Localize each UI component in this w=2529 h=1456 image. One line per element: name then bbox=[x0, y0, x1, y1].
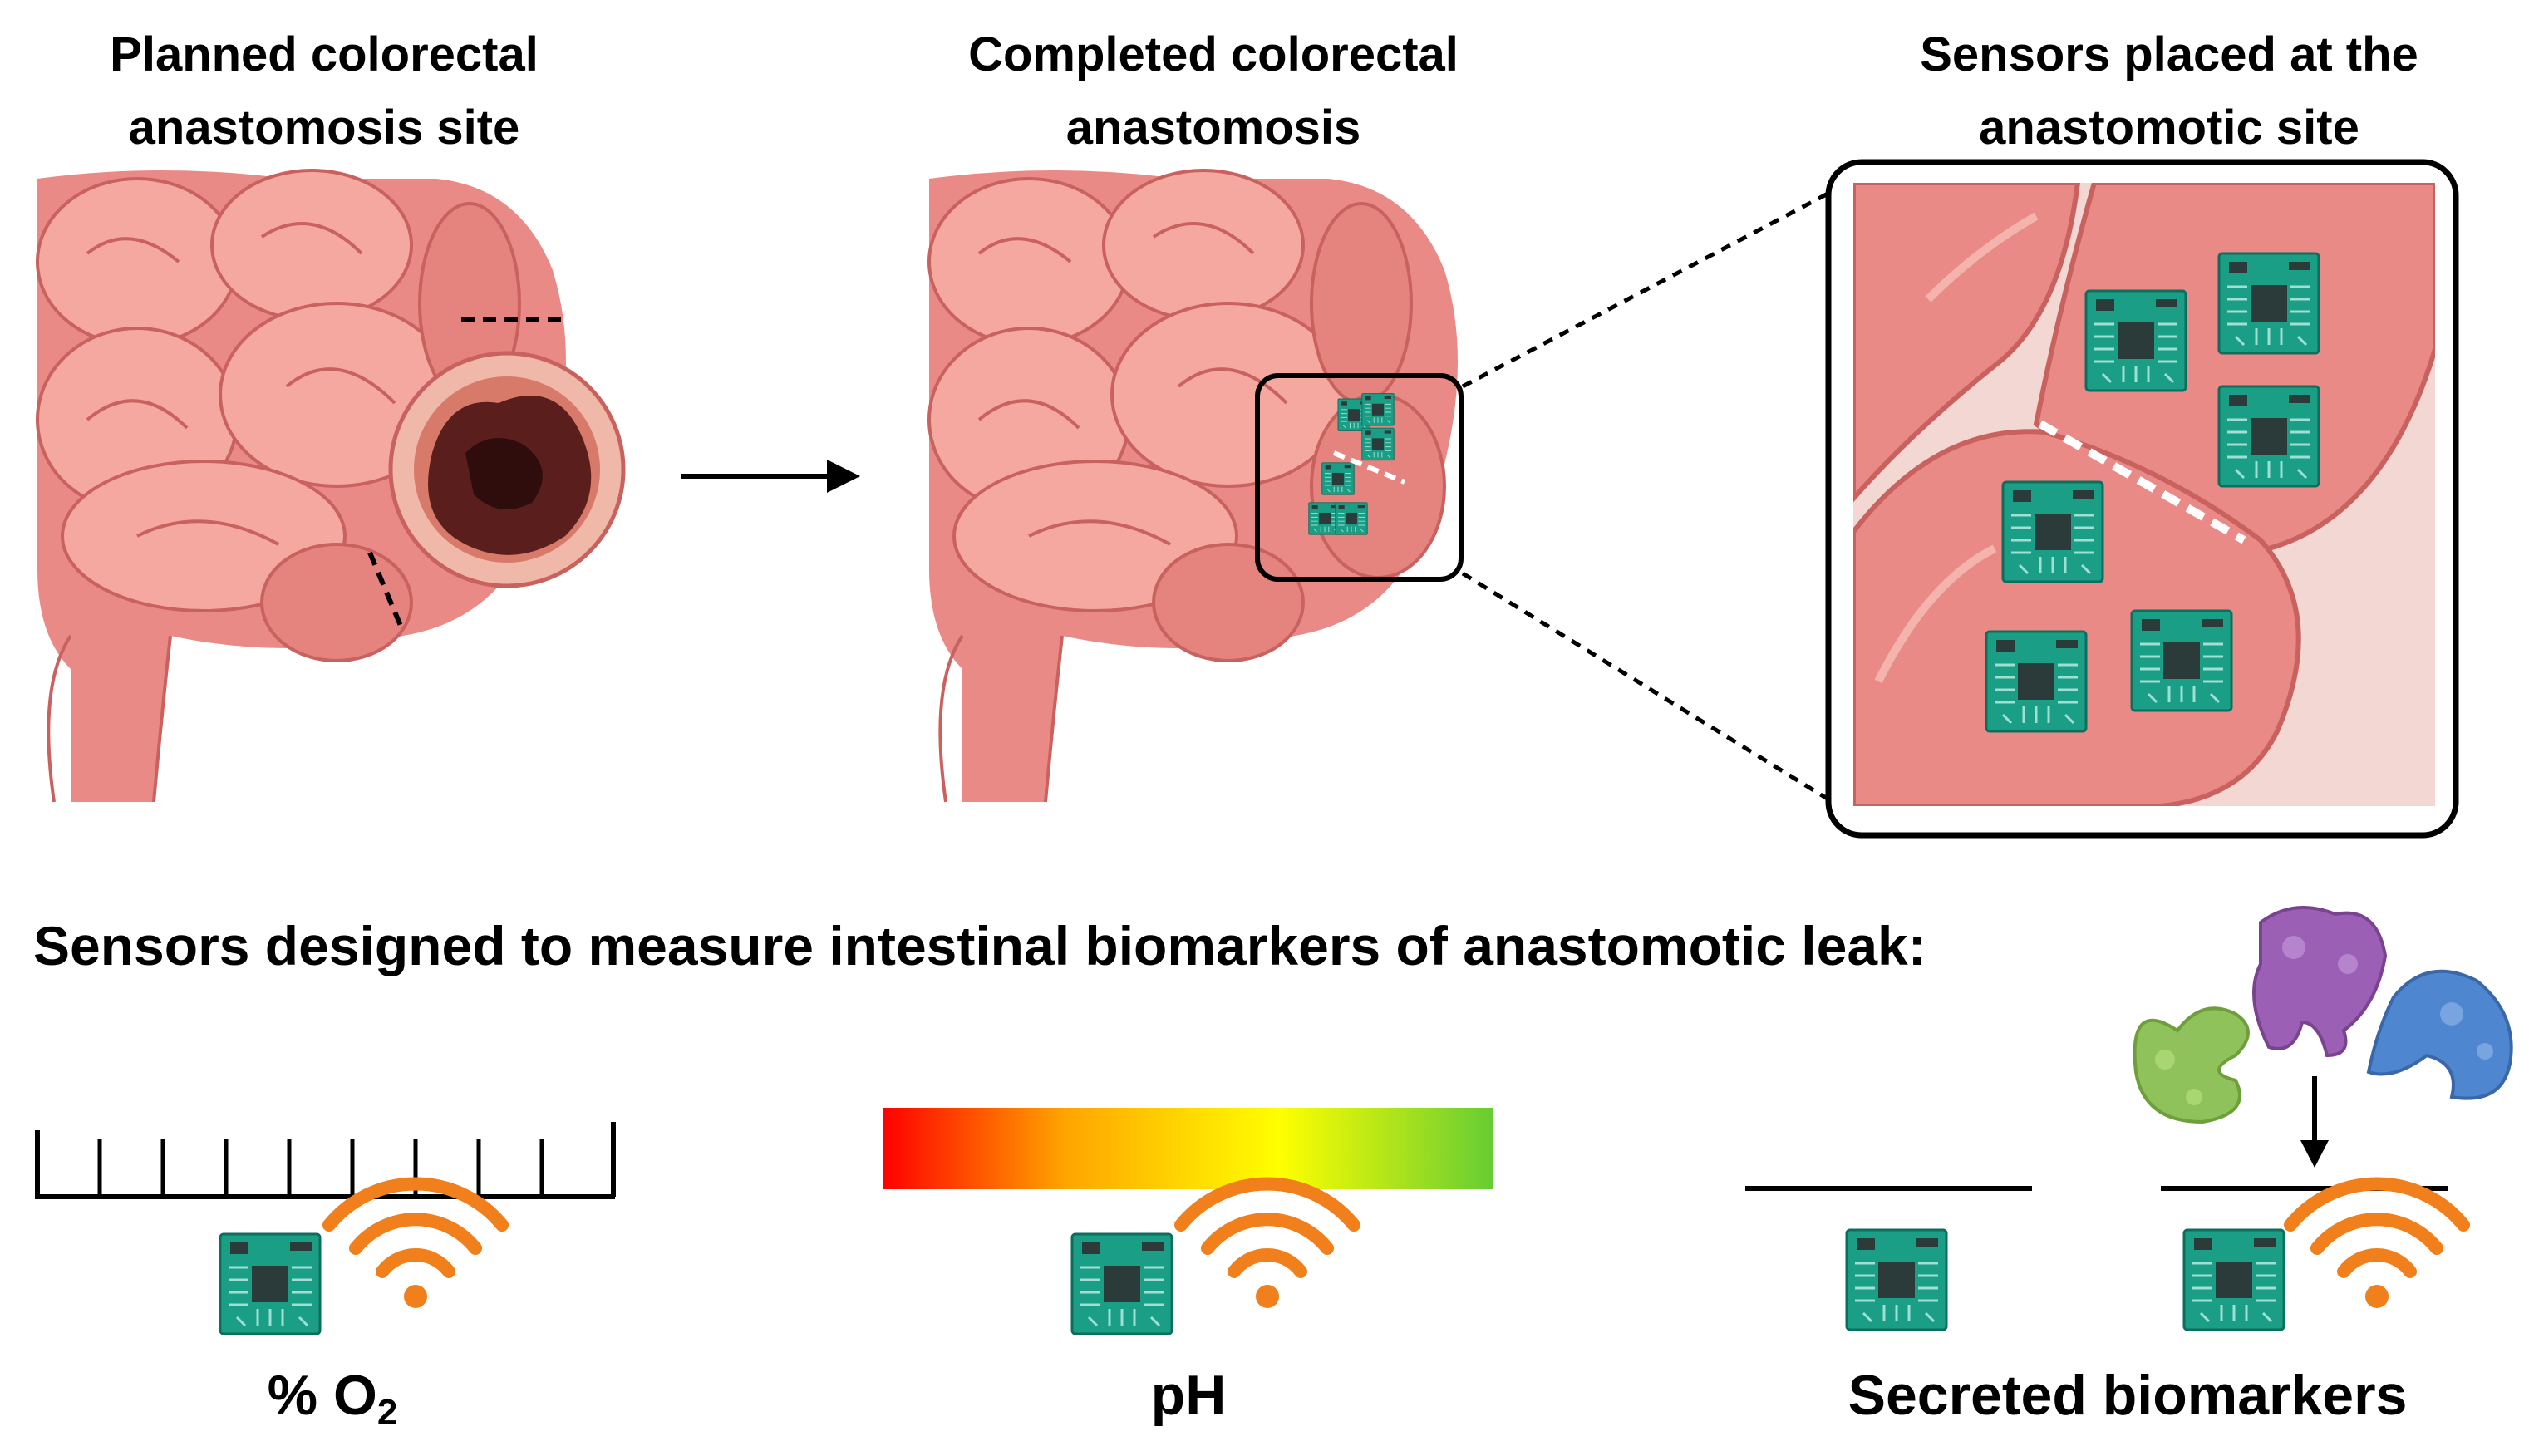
tumor-mass bbox=[388, 351, 626, 588]
sensor-purpose-subtitle: Sensors designed to measure intestinal b… bbox=[33, 915, 1926, 976]
small-anastomosis-line bbox=[1332, 450, 1406, 485]
sensor-chip-4 bbox=[2001, 480, 2104, 583]
planned-intestine-illustration bbox=[36, 169, 626, 804]
completed-intestine-illustration bbox=[927, 169, 1459, 804]
zoom-selection-box bbox=[1255, 373, 1464, 582]
biomarker-binding-arrow bbox=[2300, 1076, 2329, 1168]
completed-anastomosis-title: Completed colorectal anastomosis bbox=[968, 27, 1459, 155]
resection-line-bottom bbox=[367, 551, 406, 633]
sensor-chip-1 bbox=[2084, 289, 2187, 392]
zoom-connector-bottom bbox=[1461, 571, 1834, 804]
biomarker-sensor-chip-active bbox=[2182, 1228, 2285, 1331]
sensors-placed-title: Sensors placed at the anastomotic site bbox=[1920, 27, 2418, 155]
protein-purple-icon bbox=[2252, 906, 2388, 1058]
protein-blue-icon bbox=[2366, 969, 2513, 1100]
protein-green-icon bbox=[2133, 1006, 2250, 1124]
anastomosis-staple-line bbox=[2038, 420, 2246, 544]
biomarker-wireless-icon bbox=[2290, 1183, 2463, 1308]
oxygen-label: % O2 bbox=[241, 1363, 424, 1434]
zoomed-anastomosis-view bbox=[1825, 159, 2459, 839]
oxygen-wireless-icon bbox=[329, 1183, 502, 1308]
biomarker-sensor-chip-idle bbox=[1845, 1228, 1948, 1331]
sensor-chip-2 bbox=[2217, 252, 2320, 355]
ph-color-gradient-bar bbox=[883, 1108, 1493, 1189]
zoom-connector-top bbox=[1461, 189, 1834, 389]
secreted-biomarkers-label: Secreted biomarkers bbox=[1848, 1364, 2408, 1427]
process-arrow bbox=[681, 460, 860, 493]
oxygen-scale-ruler bbox=[35, 1122, 616, 1199]
oxygen-label-subscript: 2 bbox=[376, 1392, 398, 1433]
ph-sensor-chip bbox=[1070, 1232, 1173, 1335]
oxygen-label-prefix: % O bbox=[267, 1364, 377, 1427]
sensor-chip-6 bbox=[2130, 609, 2233, 712]
sensor-chip-5 bbox=[1985, 630, 2088, 733]
sensor-chip-3 bbox=[2217, 385, 2320, 488]
ph-wireless-icon bbox=[1181, 1183, 1354, 1308]
ph-label: pH bbox=[1150, 1364, 1227, 1427]
oxygen-sensor-chip bbox=[219, 1232, 322, 1335]
planned-site-title: Planned colorectal anastomosis site bbox=[110, 27, 539, 155]
